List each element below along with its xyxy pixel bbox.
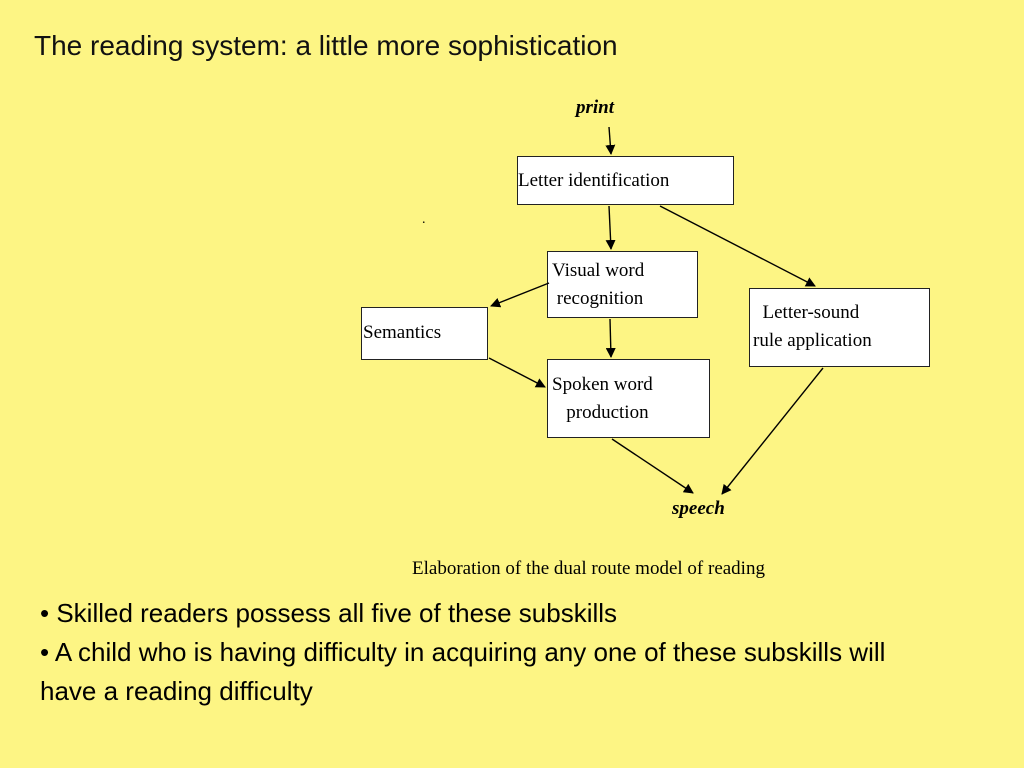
arrow-letter-id-to-letter-sound [659,205,816,287]
spoken-word-production-box: Spoken word production [547,359,710,438]
letter-identification-box: Letter identification [517,156,734,205]
arrow-letter-id-to-visual [605,205,616,250]
arrow-visual-to-spoken [605,318,616,358]
arrow-visual-to-semantics [490,282,550,308]
arrow-print-to-letter-id [605,126,616,155]
bullet-item: • A child who is having difficulty in ac… [40,637,886,706]
diagram-caption: Elaboration of the dual route model of r… [412,558,765,579]
visual-word-recognition-box: Visual word recognition [547,251,698,318]
speech-label: speech [672,498,725,519]
letter-sound-label: Letter-sound rule application [753,302,872,351]
letter-identification-label: Letter identification [518,170,670,191]
stray-dot: . [422,212,426,227]
arrow-letter-sound-to-speech [721,367,824,495]
bullet-list: • Skilled readers possess all five of th… [40,594,940,711]
visual-word-recognition-label: Visual word recognition [552,260,645,309]
arrow-semantics-to-spoken [488,357,546,388]
letter-sound-box: Letter-sound rule application [749,288,930,367]
spoken-word-production-label: Spoken word production [552,374,653,423]
semantics-box: Semantics [361,307,488,360]
bullet-item: • Skilled readers possess all five of th… [40,598,618,628]
arrow-spoken-to-speech [611,438,694,494]
slide-title: The reading system: a little more sophis… [34,30,618,61]
print-label: print [576,97,615,118]
semantics-label: Semantics [363,322,442,343]
